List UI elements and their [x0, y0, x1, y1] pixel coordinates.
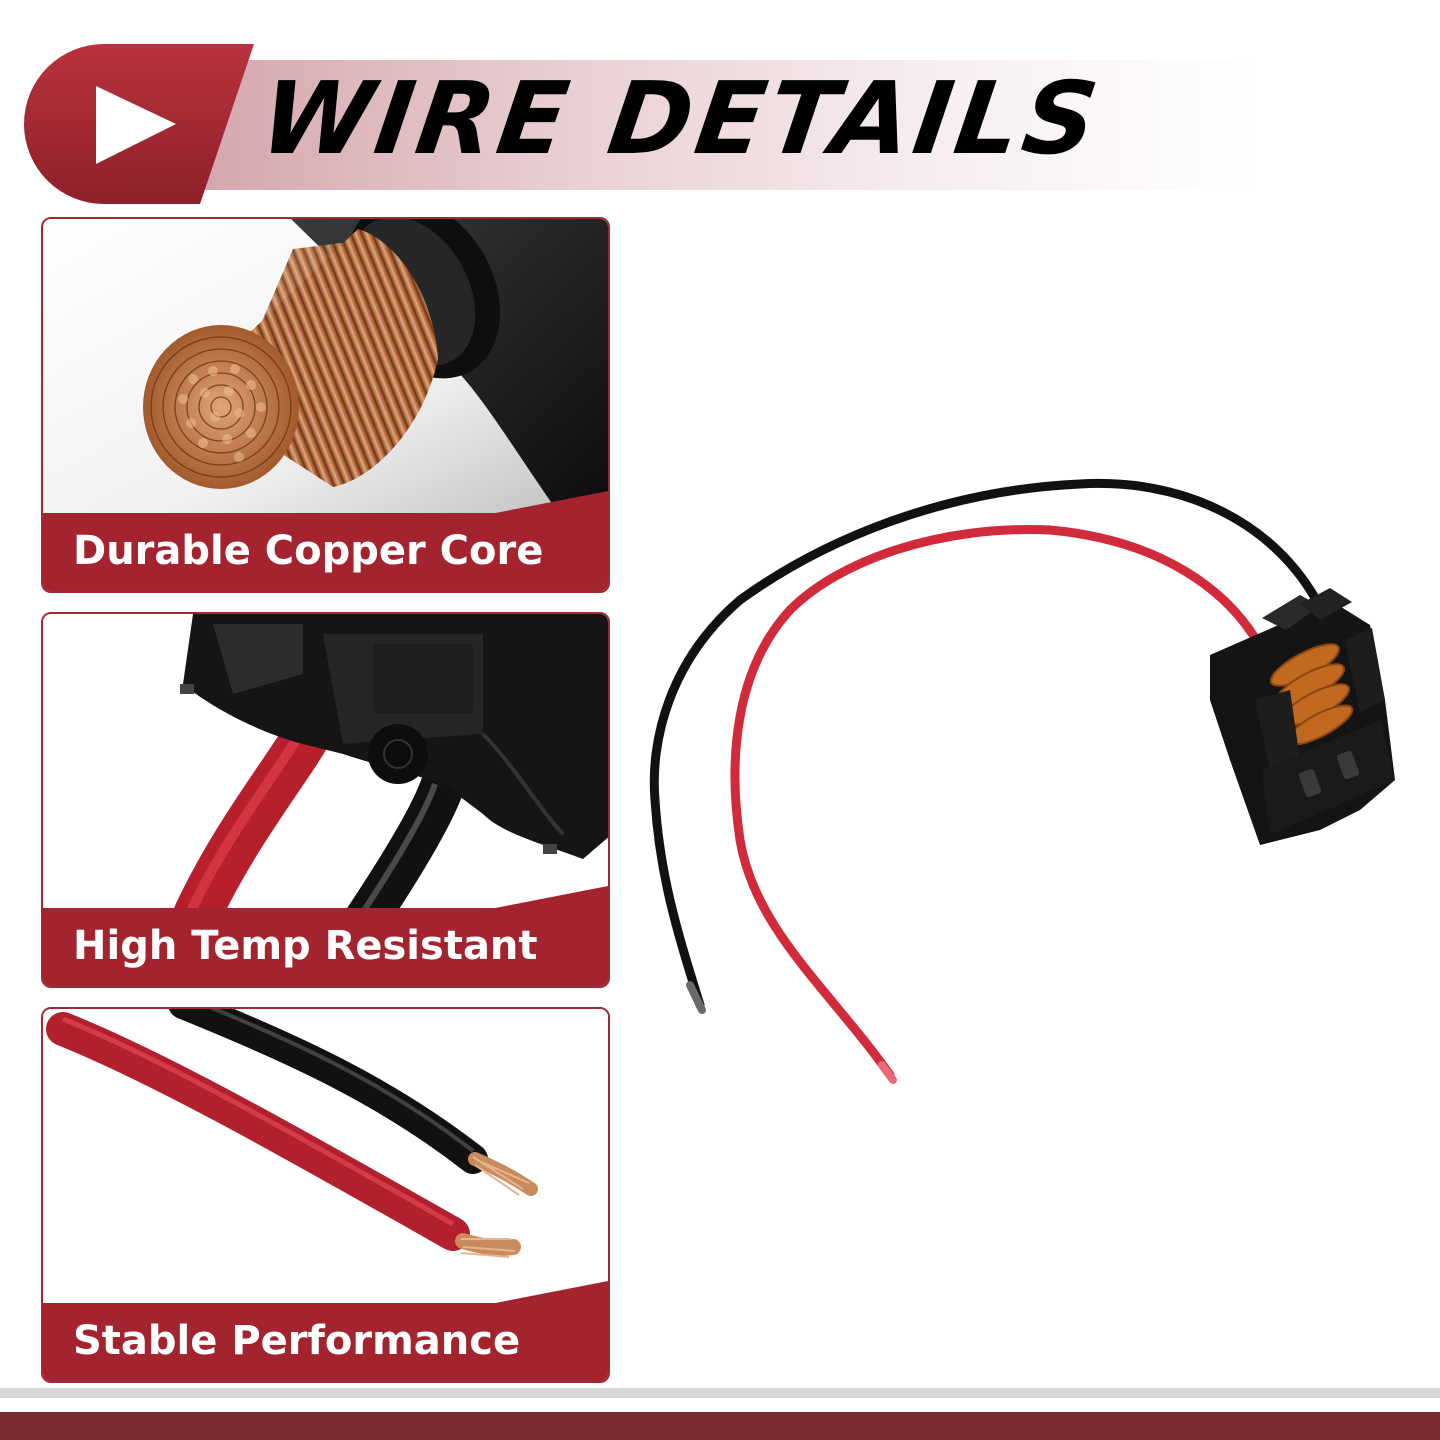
connector-closeup-image — [43, 614, 608, 914]
feature-card-stable-performance: Stable Performance — [41, 1007, 610, 1383]
feature-caption-bar: Stable Performance — [43, 1281, 608, 1381]
page-title: WIRE DETAILS — [253, 60, 1109, 177]
feature-label: Stable Performance — [73, 1318, 521, 1364]
copper-core-image — [43, 219, 608, 519]
feature-caption-bar: High Temp Resistant — [43, 886, 608, 986]
feature-caption-bar: Durable Copper Core — [43, 491, 608, 591]
connector-body — [1210, 588, 1395, 845]
feature-label: High Temp Resistant — [73, 923, 538, 969]
header-gradient-band — [200, 60, 1260, 190]
feature-card-high-temp: High Temp Resistant — [41, 612, 610, 988]
footer-divider — [0, 1388, 1440, 1398]
play-arrow-icon — [24, 44, 254, 204]
footer-bar — [0, 1412, 1440, 1440]
header-banner: WIRE DETAILS — [0, 0, 1440, 215]
feature-card-copper-core: Durable Copper Core — [41, 217, 610, 593]
wire-pigtail-product-image — [649, 478, 1395, 1084]
feature-label: Durable Copper Core — [73, 528, 544, 574]
stripped-wires-image — [43, 1009, 608, 1309]
